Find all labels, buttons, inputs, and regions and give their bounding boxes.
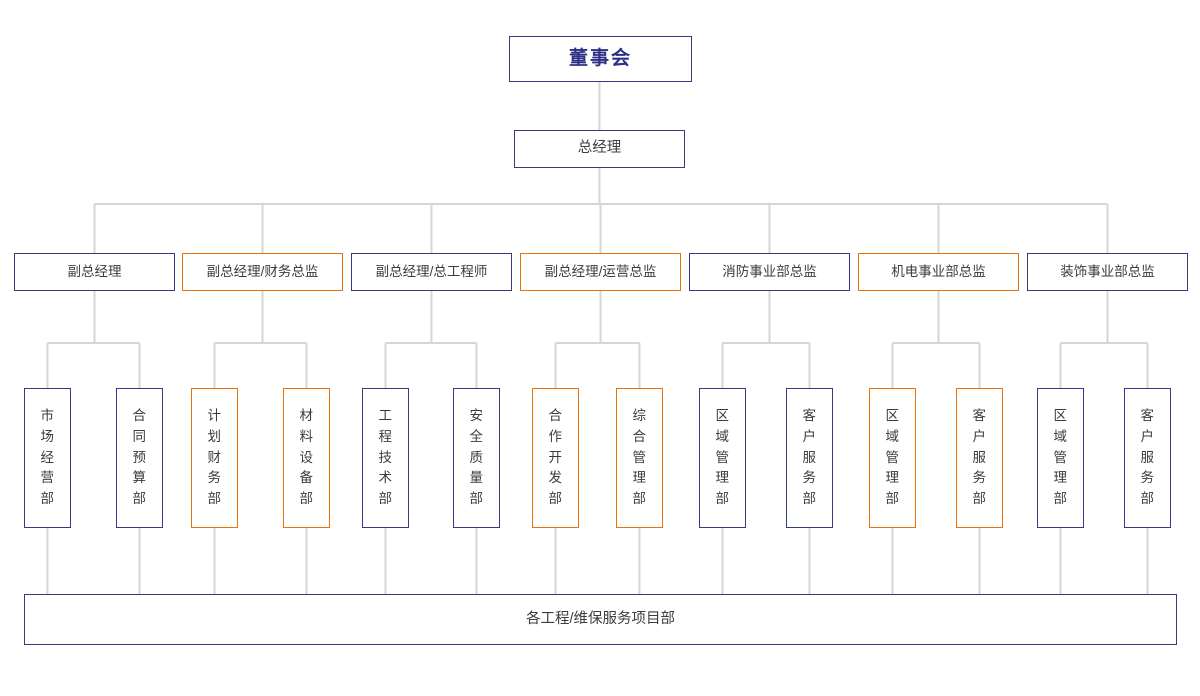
node-manager-6-label: 机电事业部总监	[891, 264, 986, 280]
node-department-11-label: 区 域 管 理 部	[885, 407, 900, 507]
node-department-6-label: 安 全 质 量 部	[469, 407, 484, 507]
node-department-1-label: 市 场 经 营 部	[40, 407, 55, 507]
node-department-4[interactable]: 材 料 设 备 部	[283, 388, 330, 528]
node-manager-1-label: 副总经理	[67, 264, 122, 280]
node-manager-7[interactable]: 装饰事业部总监	[1027, 253, 1188, 291]
node-department-14-label: 客 户 服 务 部	[1140, 407, 1155, 507]
node-manager-2-label: 副总经理/财务总监	[206, 264, 319, 280]
node-department-2-label: 合 同 预 算 部	[132, 407, 147, 507]
node-department-8[interactable]: 综 合 管 理 部	[616, 388, 663, 528]
node-department-12-label: 客 户 服 务 部	[972, 407, 987, 507]
node-manager-7-label: 装饰事业部总监	[1060, 264, 1155, 280]
node-department-7[interactable]: 合 作 开 发 部	[532, 388, 579, 528]
node-department-5-label: 工 程 技 术 部	[378, 407, 393, 507]
node-manager-3-label: 副总经理/总工程师	[375, 264, 488, 280]
node-project-departments-label: 各工程/维保服务项目部	[525, 610, 676, 627]
node-department-11[interactable]: 区 域 管 理 部	[869, 388, 916, 528]
node-department-13-label: 区 域 管 理 部	[1053, 407, 1068, 507]
node-manager-5[interactable]: 消防事业部总监	[689, 253, 850, 291]
node-board-of-directors[interactable]: 董事会	[509, 36, 692, 82]
node-department-12[interactable]: 客 户 服 务 部	[956, 388, 1003, 528]
node-manager-3[interactable]: 副总经理/总工程师	[351, 253, 512, 291]
node-manager-4-label: 副总经理/运营总监	[544, 264, 657, 280]
node-manager-2[interactable]: 副总经理/财务总监	[182, 253, 343, 291]
node-department-3[interactable]: 计 划 财 务 部	[191, 388, 238, 528]
node-department-9-label: 区 域 管 理 部	[715, 407, 730, 507]
node-department-6[interactable]: 安 全 质 量 部	[453, 388, 500, 528]
node-manager-6[interactable]: 机电事业部总监	[858, 253, 1019, 291]
node-manager-5-label: 消防事业部总监	[722, 264, 817, 280]
node-department-7-label: 合 作 开 发 部	[548, 407, 563, 507]
node-department-4-label: 材 料 设 备 部	[299, 407, 314, 507]
node-manager-4[interactable]: 副总经理/运营总监	[520, 253, 681, 291]
node-general-manager-label: 总经理	[577, 140, 622, 157]
node-department-10-label: 客 户 服 务 部	[802, 407, 817, 507]
node-department-14[interactable]: 客 户 服 务 部	[1124, 388, 1171, 528]
node-board-of-directors-label: 董事会	[568, 48, 632, 70]
node-department-9[interactable]: 区 域 管 理 部	[699, 388, 746, 528]
node-general-manager[interactable]: 总经理	[514, 130, 685, 168]
node-department-2[interactable]: 合 同 预 算 部	[116, 388, 163, 528]
node-department-1[interactable]: 市 场 经 营 部	[24, 388, 71, 528]
node-department-3-label: 计 划 财 务 部	[207, 407, 222, 507]
node-department-8-label: 综 合 管 理 部	[632, 407, 647, 507]
node-department-5[interactable]: 工 程 技 术 部	[362, 388, 409, 528]
node-department-10[interactable]: 客 户 服 务 部	[786, 388, 833, 528]
node-project-departments[interactable]: 各工程/维保服务项目部	[24, 594, 1177, 645]
node-department-13[interactable]: 区 域 管 理 部	[1037, 388, 1084, 528]
node-manager-1[interactable]: 副总经理	[14, 253, 175, 291]
